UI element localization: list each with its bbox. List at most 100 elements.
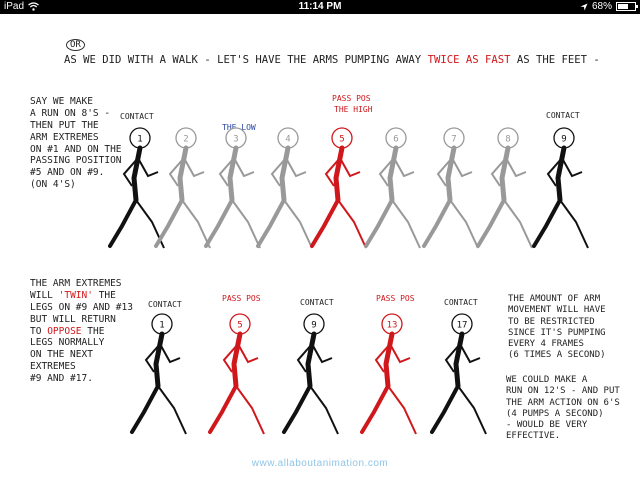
figure-leg <box>283 199 313 249</box>
figure-body <box>445 145 457 203</box>
note-line: MOVEMENT WILL HAVE <box>508 305 606 316</box>
device-name: iPad <box>4 1 25 12</box>
page-title: AS WE DID WITH A WALK - LET'S HAVE THE A… <box>64 54 600 67</box>
figure-arm <box>270 157 287 187</box>
note-word: WILL <box>30 289 53 301</box>
battery-icon <box>616 2 638 11</box>
note-line: RUN ON 12'S - AND PUT <box>506 386 620 397</box>
figure-arm <box>505 157 527 178</box>
note-word: TO <box>30 325 42 337</box>
status-right: 68% <box>580 1 638 12</box>
note-line: TO OPPOSE THE <box>30 326 133 338</box>
figure-leg <box>108 198 138 248</box>
figure-body <box>177 145 189 203</box>
figure-arm <box>183 157 205 178</box>
figure-body <box>227 145 239 203</box>
figure-leg <box>391 199 421 249</box>
note-line: #9 AND #17. <box>30 373 93 384</box>
label-contact-bottom-3: CONTACT <box>444 298 478 307</box>
figure-body <box>333 145 345 203</box>
figure-arm <box>296 343 313 373</box>
figure-leg <box>130 384 160 434</box>
figure-body <box>231 331 243 389</box>
label-the-high: THE HIGH <box>334 105 373 114</box>
top-runner-4: 4 <box>256 127 313 249</box>
figure-leg <box>154 198 184 248</box>
frame-number: 8 <box>505 135 510 145</box>
frame-number: 7 <box>451 135 456 145</box>
top-runner-7: 7 <box>422 127 479 249</box>
frame-number: 1 <box>159 321 164 331</box>
label-contact-top-left: CONTACT <box>120 112 154 121</box>
note-line: (ON 4'S) <box>30 179 76 191</box>
bottom-runner-5: 5 <box>208 313 265 435</box>
label-pass-pos-bottom-1: PASS POS <box>222 294 261 303</box>
figure-arm <box>168 157 185 187</box>
oppose-word: OPPOSE <box>47 325 82 337</box>
frame-number: 17 <box>457 321 468 331</box>
label-pass-pos-bottom-2: PASS POS <box>376 294 415 303</box>
note-line: THE ARM EXTREMES <box>30 278 122 289</box>
figure-body <box>153 331 165 389</box>
figure-body <box>387 145 399 203</box>
figure-arm <box>393 157 415 178</box>
top-runner-6: 6 <box>364 127 421 249</box>
figure-arm <box>285 157 307 178</box>
label-the-low: THE LOW <box>222 123 256 132</box>
note-line: PASSING POSITION <box>30 155 122 167</box>
top-runner-1: 1 <box>108 127 165 249</box>
label-contact-top-right: CONTACT <box>546 111 580 120</box>
note-line: WE COULD MAKE A <box>506 375 588 385</box>
or-text: OR <box>66 39 85 51</box>
figure-arm <box>389 343 411 364</box>
twin-word: 'TWIN' <box>58 289 93 301</box>
figure-leg <box>157 385 187 435</box>
figure-leg <box>309 385 339 435</box>
note-line: SAY WE MAKE <box>30 96 93 107</box>
figure-leg <box>282 384 312 434</box>
figure-arm <box>561 157 583 178</box>
frame-number: 9 <box>561 135 566 145</box>
top-runner-2: 2 <box>154 127 211 249</box>
figure-leg <box>310 198 340 248</box>
figure-arm <box>311 343 333 364</box>
figure-leg <box>360 384 390 434</box>
figure-arm <box>490 157 507 187</box>
note-word: THE <box>87 325 105 337</box>
figure-body <box>131 145 143 203</box>
figure-leg <box>449 199 479 249</box>
figure-leg <box>422 198 452 248</box>
top-runner-8: 8 <box>476 127 533 249</box>
figure-body <box>555 145 567 203</box>
frame-number: 4 <box>285 135 290 145</box>
note-line: (6 TIMES A SECOND) <box>508 350 606 361</box>
note-line: ARM EXTREMES <box>30 131 99 143</box>
frame-number: 13 <box>387 321 398 331</box>
note-line: (4 PUMPS A SECOND) <box>506 408 604 419</box>
figure-leg <box>204 198 234 248</box>
frame-number: 3 <box>233 135 238 145</box>
note-line: BUT WILL RETURN <box>30 313 116 325</box>
title-part-1: AS WE DID WITH A WALK - LET'S HAVE THE A… <box>64 54 422 66</box>
note-line: WILL 'TWIN' THE <box>30 290 133 302</box>
bottom-runner-9: 9 <box>282 313 339 435</box>
clock: 11:14 PM <box>298 1 342 12</box>
battery-fill <box>618 4 628 9</box>
right-note-a: THE AMOUNT OF ARM MOVEMENT WILL HAVE TO … <box>508 294 606 362</box>
animation-lesson-page: OR AS WE DID WITH A WALK - LET'S HAVE TH… <box>0 14 640 480</box>
bottom-runner-1: 1 <box>130 313 187 435</box>
status-left: iPad <box>4 1 39 12</box>
figure-arm <box>144 343 161 373</box>
top-runner-5: 5 <box>310 127 367 249</box>
figure-arm <box>339 157 361 178</box>
frame-number: 9 <box>311 321 316 331</box>
frame-number: 5 <box>237 321 242 331</box>
battery-percent: 68% <box>591 1 612 12</box>
figure-leg <box>457 385 487 435</box>
note-line: ON THE NEXT <box>30 349 93 361</box>
figure-body <box>383 331 395 389</box>
figure-arm <box>218 157 235 187</box>
bottom-runner-13: 13 <box>360 313 417 435</box>
left-note-bottom: THE ARM EXTREMES WILL 'TWIN' THE LEGS ON… <box>30 278 133 385</box>
